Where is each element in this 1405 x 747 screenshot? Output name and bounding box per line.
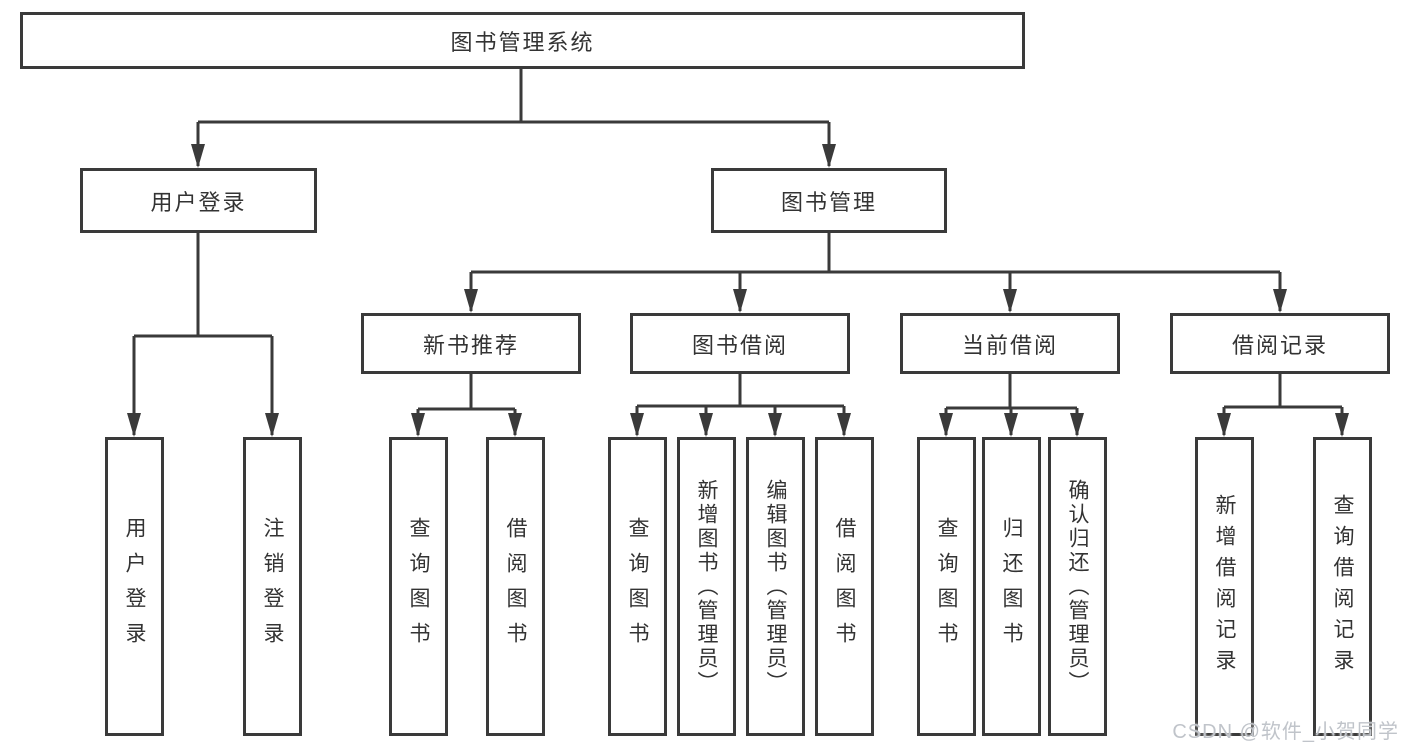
leaf-edit-books-admin-label: 编辑图书（管理员）	[764, 478, 788, 695]
csdn-watermark: CSDN @软件_小贺同学	[1172, 721, 1399, 743]
leaf-logout-label: 注销登录	[261, 516, 285, 657]
leaf-query-books-label: 查询图书	[935, 516, 959, 657]
leaf-return-books-node: 归还图书	[982, 437, 1041, 736]
leaf-add-borrow-record-node: 新增借阅记录	[1195, 437, 1254, 736]
leaf-return-books-label: 归还图书	[1000, 516, 1024, 657]
section-new-book-recommend-label: 新书推荐	[422, 332, 519, 358]
section-book-borrow-node: 图书借阅	[630, 313, 850, 374]
branch-user-login-node: 用户登录	[80, 168, 317, 233]
leaf-user-login-label: 用户登录	[123, 516, 147, 657]
leaf-query-books-node: 查询图书	[389, 437, 448, 736]
leaf-confirm-return-admin-node: 确认归还（管理员）	[1048, 437, 1107, 736]
leaf-borrow-books-node: 借阅图书	[815, 437, 874, 736]
leaf-confirm-return-admin-label: 确认归还（管理员）	[1066, 478, 1090, 695]
leaf-borrow-books-label: 借阅图书	[833, 516, 857, 657]
section-current-borrow-node: 当前借阅	[900, 313, 1120, 374]
leaf-borrow-books-label: 借阅图书	[504, 516, 528, 657]
root-node-library-system: 图书管理系统	[20, 12, 1025, 69]
leaf-edit-books-admin-node: 编辑图书（管理员）	[746, 437, 805, 736]
leaf-query-books-node: 查询图书	[917, 437, 976, 736]
leaf-query-borrow-record-label: 查询借阅记录	[1331, 493, 1355, 680]
section-borrow-records-label: 借阅记录	[1231, 332, 1328, 358]
section-borrow-records-node: 借阅记录	[1170, 313, 1390, 374]
root-node-label: 图书管理系统	[450, 29, 595, 55]
section-current-borrow-label: 当前借阅	[961, 332, 1058, 358]
leaf-add-borrow-record-label: 新增借阅记录	[1213, 493, 1237, 680]
leaf-add-books-admin-label: 新增图书（管理员）	[695, 478, 719, 695]
branch-book-management-label: 图书管理	[780, 189, 877, 215]
leaf-user-login-node: 用户登录	[105, 437, 164, 736]
leaf-logout-node: 注销登录	[243, 437, 302, 736]
leaf-query-books-label: 查询图书	[626, 516, 650, 657]
leaf-query-books-label: 查询图书	[407, 516, 431, 657]
leaf-query-borrow-record-node: 查询借阅记录	[1313, 437, 1372, 736]
section-new-book-recommend-node: 新书推荐	[361, 313, 581, 374]
leaf-borrow-books-node: 借阅图书	[486, 437, 545, 736]
section-book-borrow-label: 图书借阅	[691, 332, 788, 358]
leaf-query-books-node: 查询图书	[608, 437, 667, 736]
leaf-add-books-admin-node: 新增图书（管理员）	[677, 437, 736, 736]
branch-book-management-node: 图书管理	[711, 168, 947, 233]
arrowheads	[127, 144, 1349, 437]
branch-user-login-label: 用户登录	[150, 189, 247, 215]
